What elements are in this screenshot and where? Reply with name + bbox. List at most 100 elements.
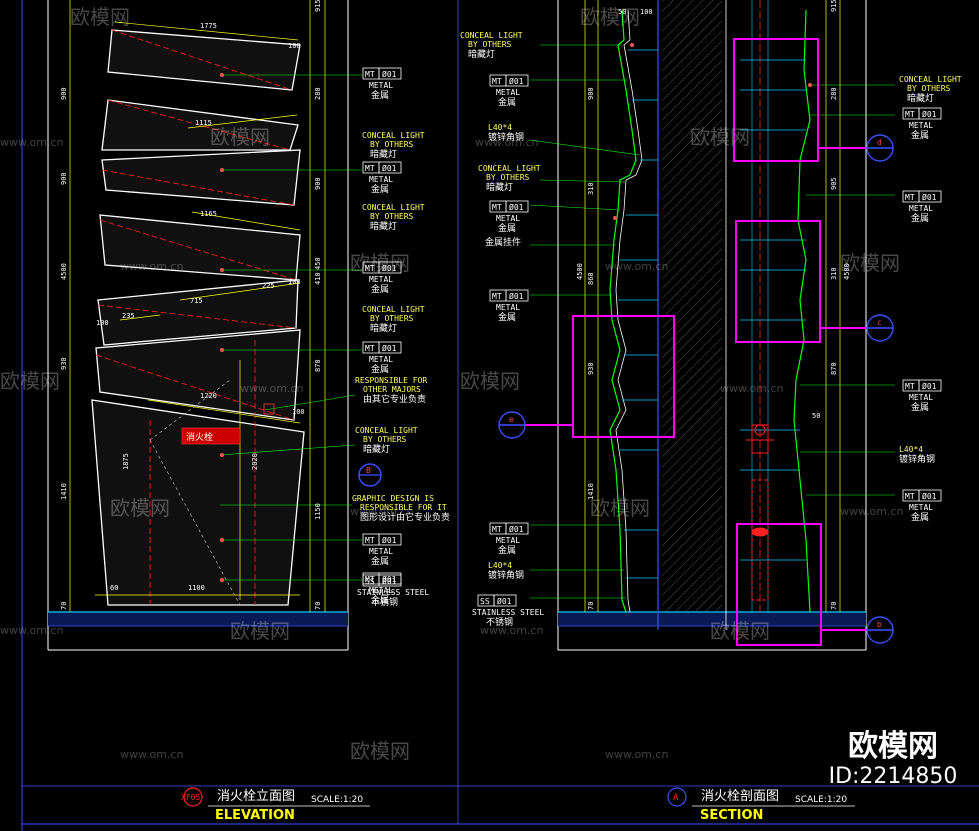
watermark-url: www.om.cn — [605, 260, 668, 273]
material-tag-number-box — [505, 200, 529, 213]
material-tag-code: SS — [480, 597, 490, 606]
watermark-brand: 欧模网 — [690, 125, 750, 149]
material-tag-number: Ø01 — [922, 109, 937, 119]
section-dimension-right: 870 — [830, 362, 838, 375]
section-dimension: 4500 — [576, 263, 584, 280]
device-box — [263, 403, 275, 415]
material-tag-cn: 金属 — [371, 363, 389, 375]
elevation-dimension-mid: 900 — [314, 177, 322, 190]
material-tag-code: MT — [492, 292, 502, 301]
elevation-title-badge: XF05 — [181, 793, 200, 802]
callout-en: CONCEAL LIGHT — [899, 75, 962, 84]
callout-cn: 暗藏灯 — [907, 92, 934, 104]
watermark-url: www.om.cn — [605, 748, 668, 761]
section-scale: SCALE:1:20 — [795, 795, 847, 805]
elevation-dimension-top: 100 — [96, 319, 109, 327]
material-tag-en: METAL — [909, 503, 933, 512]
section-dimension-right: 905 — [830, 177, 838, 190]
material-tag-number-box — [918, 489, 942, 502]
section-title-badge: A — [673, 793, 679, 803]
watermark-brand: 欧模网 — [0, 369, 60, 393]
watermark-brand: 欧模网 — [590, 496, 650, 520]
elevation-dimension-mid: 1150 — [314, 503, 322, 520]
callout-en: CONCEAL LIGHT — [362, 203, 425, 212]
callout-en-2: OTHER MAJORS — [363, 385, 421, 394]
material-tag-number: Ø01 — [509, 291, 524, 301]
material-tag-cn: 金属 — [498, 96, 516, 108]
material-tag-number-box — [918, 190, 942, 203]
material-tag-number: Ø01 — [382, 343, 397, 353]
callout-en-2: BY OTHERS — [370, 212, 414, 221]
corner-watermark-id: ID:2214850 — [828, 764, 958, 789]
callout-en-2: RESPONSIBLE FOR IT — [360, 503, 447, 512]
material-tag-cn: 金属 — [371, 555, 389, 567]
material-tag-cn: 金属 — [498, 311, 516, 323]
elevation-dimension-top: 1165 — [200, 210, 217, 218]
watermark-brand: 欧模网 — [350, 739, 410, 763]
elevation-dimension-top: 1115 — [195, 119, 212, 127]
section-label-en: L40*4 — [899, 445, 923, 454]
section-title-cn: 消火栓剖面图 — [701, 789, 779, 804]
material-tag-en: METAL — [369, 81, 393, 90]
material-tag-cn: 金属 — [371, 183, 389, 195]
elevation-dimension-left: 900 — [60, 172, 68, 185]
material-tag-number: Ø01 — [509, 202, 524, 212]
watermark-url: www.om.cn — [0, 136, 63, 149]
wall-hatch — [662, 0, 722, 612]
detail-marker-label: e — [509, 415, 514, 424]
right-facade-profile — [793, 9, 811, 613]
elevation-dimension-top: 225 — [262, 282, 275, 290]
material-tag-cn: 不锈钢 — [486, 616, 513, 628]
section-leader-lines — [529, 44, 895, 599]
elevation-title-en: ELEVATION — [215, 808, 295, 823]
callout-en: CONCEAL LIGHT — [460, 31, 523, 40]
material-tag-en: METAL — [496, 88, 520, 97]
watermark-brand: 欧模网 — [710, 619, 770, 643]
section-dimension-right: 70 — [830, 602, 838, 610]
material-tag-cn: 不锈钢 — [371, 596, 398, 608]
section-title-en: SECTION — [700, 808, 763, 823]
material-tag-cn: 金属 — [371, 594, 389, 606]
callout-cn: 暗藏灯 — [486, 181, 513, 193]
left-brackets — [618, 49, 658, 579]
section-dimension: 310 — [587, 182, 595, 195]
svg-text:B: B — [366, 466, 371, 475]
section-dimension-right: 310 — [830, 267, 838, 280]
elevation-view: 消火栓 B — [48, 0, 382, 627]
section-floor-slab — [558, 612, 866, 626]
material-tag-en: METAL — [496, 536, 520, 545]
watermark-url: www.om.cn — [475, 136, 538, 149]
material-tag-number-box — [378, 341, 402, 354]
callout-en: CONCEAL LIGHT — [362, 305, 425, 314]
callout-en-2: BY OTHERS — [370, 140, 414, 149]
elevation-dimension-top: 100 — [288, 278, 301, 286]
material-tag-code: MT — [365, 344, 375, 353]
detail-marker-label: d — [877, 138, 882, 147]
watermark-layer: 欧模网欧模网欧模网欧模网欧模网欧模网欧模网欧模网欧模网欧模网欧模网欧模网欧模网w… — [0, 5, 903, 763]
elevation-dimension-top: 100 — [288, 42, 301, 50]
material-tag-en: METAL — [496, 303, 520, 312]
sheet-frame — [21, 0, 979, 831]
material-tag-number: Ø01 — [922, 491, 937, 501]
elevation-dimension-top: 1100 — [188, 584, 205, 592]
callout-cn: 暗藏灯 — [370, 220, 397, 232]
section-label-cn: 镀锌角钢 — [488, 569, 524, 581]
material-tag-number: Ø01 — [382, 535, 397, 545]
material-tag-number: Ø01 — [922, 192, 937, 202]
material-tag-number-box — [918, 379, 942, 392]
elevation-anchor-dots — [220, 73, 224, 582]
elevation-dimension-lines — [69, 0, 326, 612]
elevation-dimension-mid: 915 — [314, 0, 322, 12]
watermark-brand: 欧模网 — [840, 251, 900, 275]
material-tag-number: Ø01 — [382, 574, 397, 584]
material-tag-code: MT — [365, 70, 375, 79]
section-label-cn: 镀锌角钢 — [899, 453, 935, 465]
material-tag-en: METAL — [369, 275, 393, 284]
material-tag-code: MT — [492, 525, 502, 534]
